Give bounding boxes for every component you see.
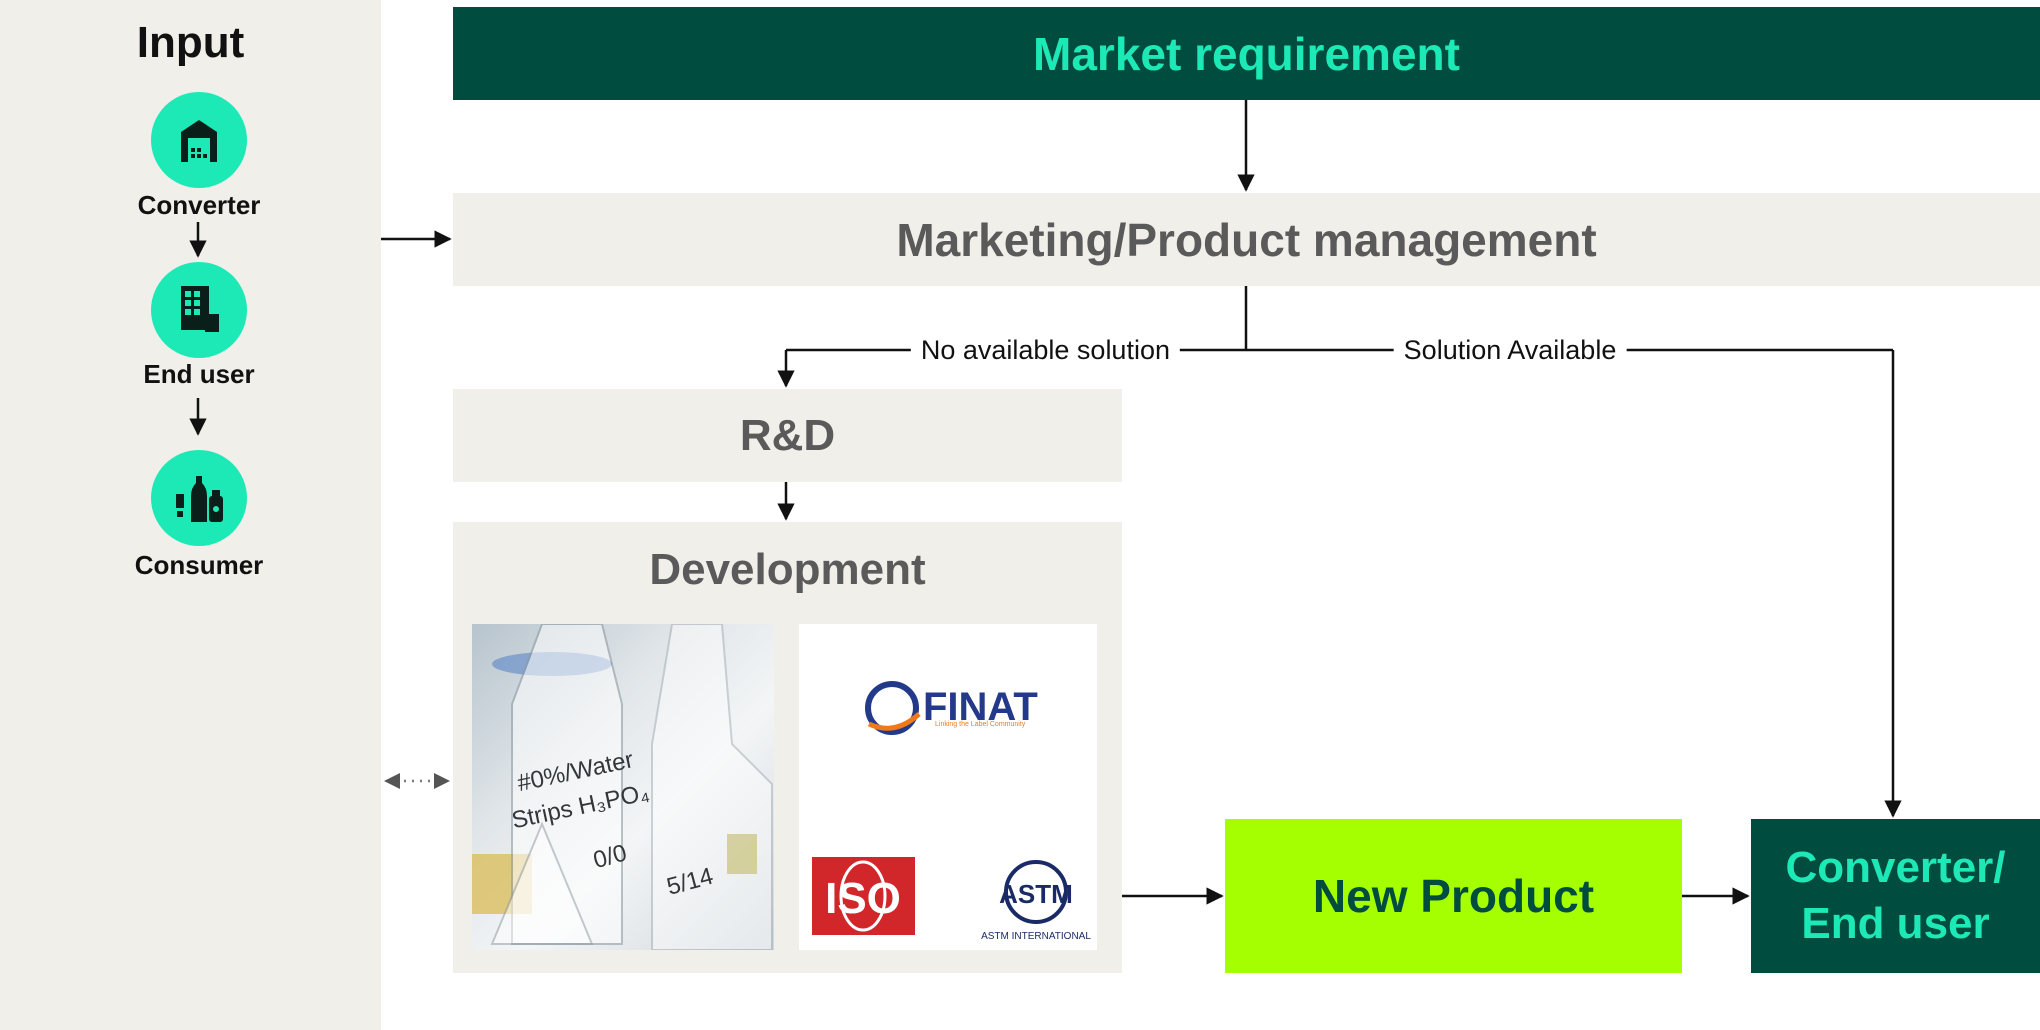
end-user-node	[151, 262, 247, 358]
solution-available-label: Solution Available	[1393, 332, 1627, 368]
converter-label: Converter	[137, 190, 261, 220]
astm-logo: ASTM ASTM INTERNATIONAL	[981, 860, 1091, 942]
converter-end-user-box: Converter/ End user	[1751, 819, 2040, 973]
consumer-node	[151, 450, 247, 546]
converter-end-user-line-2: End user	[1801, 899, 1990, 948]
marketing-label: Marketing/Product management	[896, 213, 1597, 266]
finat-logo: FINAT Linking the Label Community	[865, 681, 1038, 735]
development-label: Development	[649, 545, 926, 594]
finat-tagline: Linking the Label Community	[935, 721, 1026, 728]
rnd-label: R&D	[739, 410, 836, 460]
iso-logo: ISO	[812, 857, 915, 935]
finat-wordmark: FINAT	[923, 685, 1038, 729]
new-product-box: New Product	[1225, 819, 1682, 973]
market-requirement-label: Market requirement	[1033, 27, 1460, 80]
new-product-label: New Product	[1312, 870, 1595, 922]
building-icon	[181, 286, 219, 332]
astm-caption: ASTM INTERNATIONAL	[981, 931, 1091, 942]
converter-node	[151, 92, 247, 188]
converter-end-user-line-1: Converter/	[1785, 843, 2006, 892]
iso-wordmark: ISO	[825, 874, 901, 923]
market-requirement-box: Market requirement	[453, 7, 2040, 100]
astm-mark: ASTM	[999, 879, 1073, 909]
dotted-double-arrow	[384, 773, 450, 789]
standards-logos-panel: FINAT Linking the Label Community ISO AS…	[799, 624, 1097, 950]
marketing-box: Marketing/Product management	[453, 193, 2040, 286]
lab-photo: #0%/Water Strips H₃PO₄ 0/0 5/14	[472, 624, 774, 950]
consumer-label: Consumer	[134, 550, 264, 580]
end-user-label: End user	[143, 359, 255, 389]
no-solution-label: No available solution	[910, 332, 1180, 368]
rnd-box: R&D	[453, 389, 1122, 482]
warehouse-icon	[181, 120, 217, 162]
bottles-icon	[176, 476, 223, 522]
input-title: Input	[136, 18, 245, 67]
